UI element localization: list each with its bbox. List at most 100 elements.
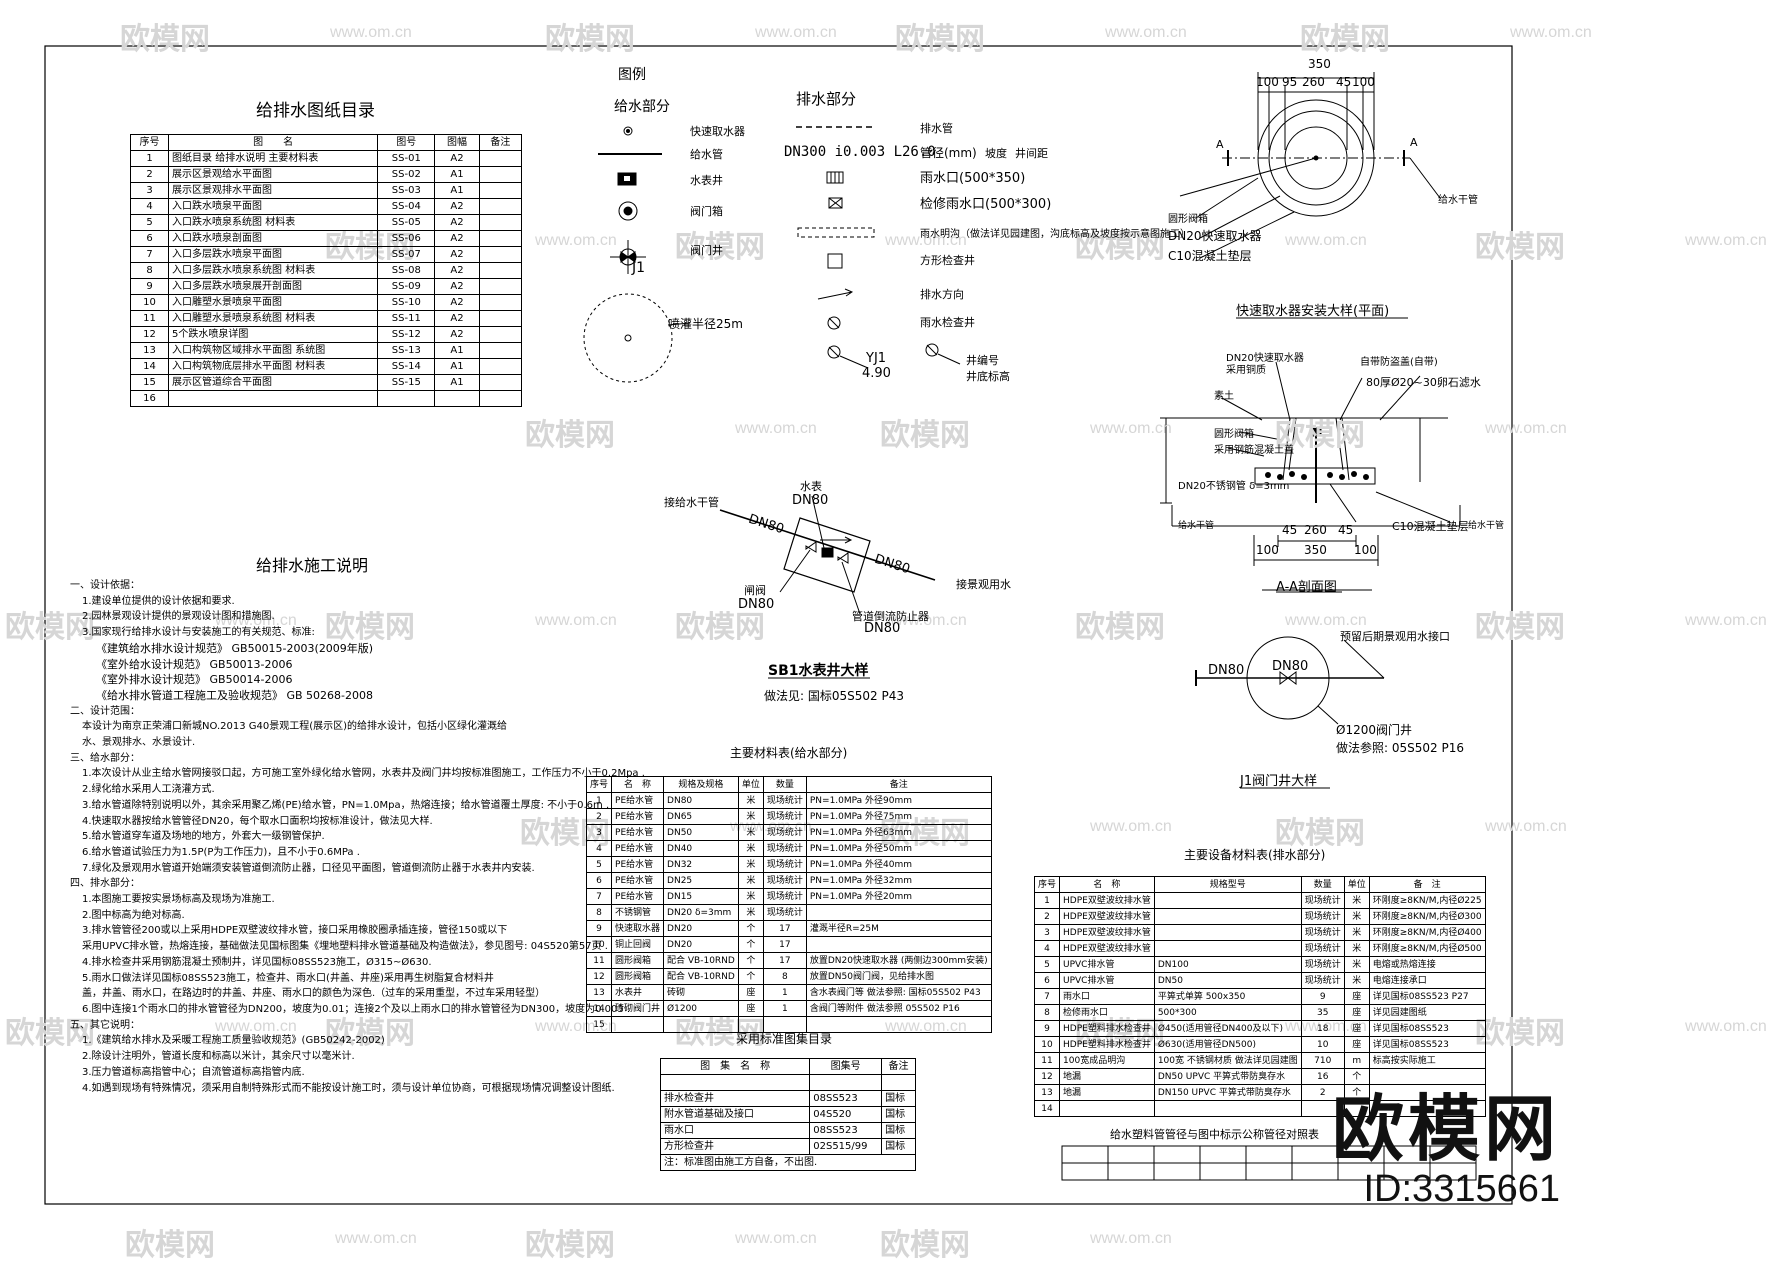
table-cell: 雨水口 (1059, 988, 1155, 1005)
watermark-url: www.om.cn (1685, 232, 1767, 249)
legend-title: 图例 (618, 67, 646, 83)
table-cell: PE给水管 (611, 824, 665, 841)
j1-detail-graphic (1195, 636, 1385, 725)
table-header-cell: 图 名 (168, 134, 379, 151)
table-cell: 展示区景观给水平面图 (168, 166, 379, 183)
table-cell: Ø1200 (663, 1000, 739, 1017)
table-cell: DN25 (663, 872, 739, 889)
drain-pipe-note: 管径(mm) (920, 146, 977, 160)
note-line: 水、景观排水、水景设计. (82, 737, 196, 749)
table-cell: 详见国标08SS523 (1368, 1020, 1486, 1037)
sec-label: 素土 (1214, 391, 1234, 402)
note-line: 6.给水管道试验压力为1.5P(P为工作压力)，且不小于0.6MPa . (82, 846, 360, 858)
table-cell: 6 (129, 230, 170, 247)
table-cell: 13 (1033, 1084, 1061, 1101)
table-cell: 现场统计 (762, 824, 807, 841)
table-cell: 6 (1033, 972, 1061, 989)
table-cell (478, 358, 523, 375)
table-cell: 米 (1343, 940, 1370, 957)
table-cell: SS-12 (377, 326, 436, 343)
legend-supply-title: 给水部分 (614, 99, 670, 115)
qd-dim: 260 (1302, 75, 1325, 89)
table-cell: SS-01 (377, 150, 436, 167)
sec-label: 给水干管 (1468, 521, 1505, 531)
table-cell: 放置DN20快速取水器 (两侧边300mm安装) (805, 952, 992, 969)
table-cell: 详见国标08SS523 (1368, 1036, 1486, 1053)
table-cell (478, 310, 523, 327)
table-cell: 14 (129, 358, 170, 375)
table-cell: SS-14 (377, 358, 436, 375)
pipe-compare-title: 给水塑料管管径与图中标示公称管径对照表 (1110, 1128, 1319, 1141)
sec-dim: 100 (1256, 543, 1279, 557)
table-cell (478, 262, 523, 279)
table-header-row: 序号名 称规格及规格单位数量备注 (585, 776, 992, 793)
table-cell (663, 1016, 739, 1033)
table-cell: 1 (585, 792, 613, 809)
pipe-compare-table (1061, 1145, 1477, 1181)
note-line: 2.除设计注明外，管道长度和标高以米计，其余尺寸以毫米计. (82, 1051, 355, 1063)
table-cell (762, 1016, 807, 1033)
table-header-cell: 序号 (129, 134, 170, 151)
table-cell: 3 (585, 824, 613, 841)
table-cell: 100宽 不锈钢材质 做法详见园建图 (1153, 1052, 1302, 1069)
table-cell: SS-02 (377, 166, 436, 183)
table-cell: 配合 VB-10RND (663, 968, 739, 985)
table-cell: 圆形阀箱 (611, 968, 665, 985)
table-cell: SS-03 (377, 182, 436, 199)
j1-label: DN80 (1208, 663, 1245, 678)
table-cell (478, 150, 523, 167)
table-cell: A1 (434, 182, 480, 199)
table-cell (1368, 1068, 1486, 1085)
table-cell: A1 (434, 374, 480, 391)
note-line: 3.国家现行给排水设计与安装施工的有关规范、标准: (82, 627, 315, 639)
sec-label: 采用铜质 (1226, 365, 1266, 376)
table-cell (478, 390, 523, 407)
table-cell: 3 (129, 182, 170, 199)
table-header-cell: 图 集 名 称 (659, 1058, 811, 1075)
note-line: 采用UPVC排水管，热熔连接，基础做法见国标图集《埋地塑料排水管道基础及构造做法… (82, 941, 608, 953)
table-cell: 1 (1033, 892, 1061, 909)
table-cell: 含阀门等附件 做法参照 05S502 P16 (805, 1000, 992, 1017)
table-cell: Ø630(适用管径DN500) (1153, 1036, 1302, 1053)
legend-supply-label: 喷灌半径25m (668, 317, 743, 331)
table-cell: SS-11 (377, 310, 436, 327)
sec-label: 给水干管 (1178, 521, 1215, 531)
table-cell: 08SS523 (809, 1090, 883, 1107)
legend-supply-label: 水表井 (690, 174, 723, 187)
table-cell: 展示区景观排水平面图 (168, 182, 379, 199)
table-row (659, 1074, 916, 1091)
table-cell: 10 (129, 294, 170, 311)
table-cell: 入口多层跌水喷泉平面图 (168, 246, 379, 263)
table-cell: 米 (737, 792, 764, 809)
table-cell: 米 (1343, 956, 1370, 973)
table-cell: 环刚度≥8KN/M,内径Ø500 (1368, 940, 1486, 957)
legend-drain-title: 排水部分 (796, 90, 857, 108)
table-cell (478, 374, 523, 391)
legend-drain-label: 方形检查井 (920, 254, 975, 267)
table-cell: 米 (737, 840, 764, 857)
table-cell: 地漏 (1059, 1084, 1155, 1101)
table-cell: 座 (737, 984, 764, 1001)
table-cell: SS-13 (377, 342, 436, 359)
brand-watermark: 欧模网 ID:3315661 (1332, 1092, 1560, 1210)
table-header-cell: 备注 (805, 776, 992, 793)
table-cell: 8 (129, 262, 170, 279)
table-cell: 2 (585, 808, 613, 825)
table-cell: DN65 (663, 808, 739, 825)
table-cell (1153, 1100, 1302, 1117)
table-cell: 国标 (881, 1090, 916, 1107)
table-header-cell: 规格及规格 (663, 776, 739, 793)
table-header-cell: 序号 (1033, 876, 1061, 893)
table-cell: 座 (1343, 1020, 1370, 1037)
sec-dim: 260 (1304, 523, 1327, 537)
table-cell: 标高按实际施工 (1368, 1052, 1486, 1069)
table-cell (478, 198, 523, 215)
